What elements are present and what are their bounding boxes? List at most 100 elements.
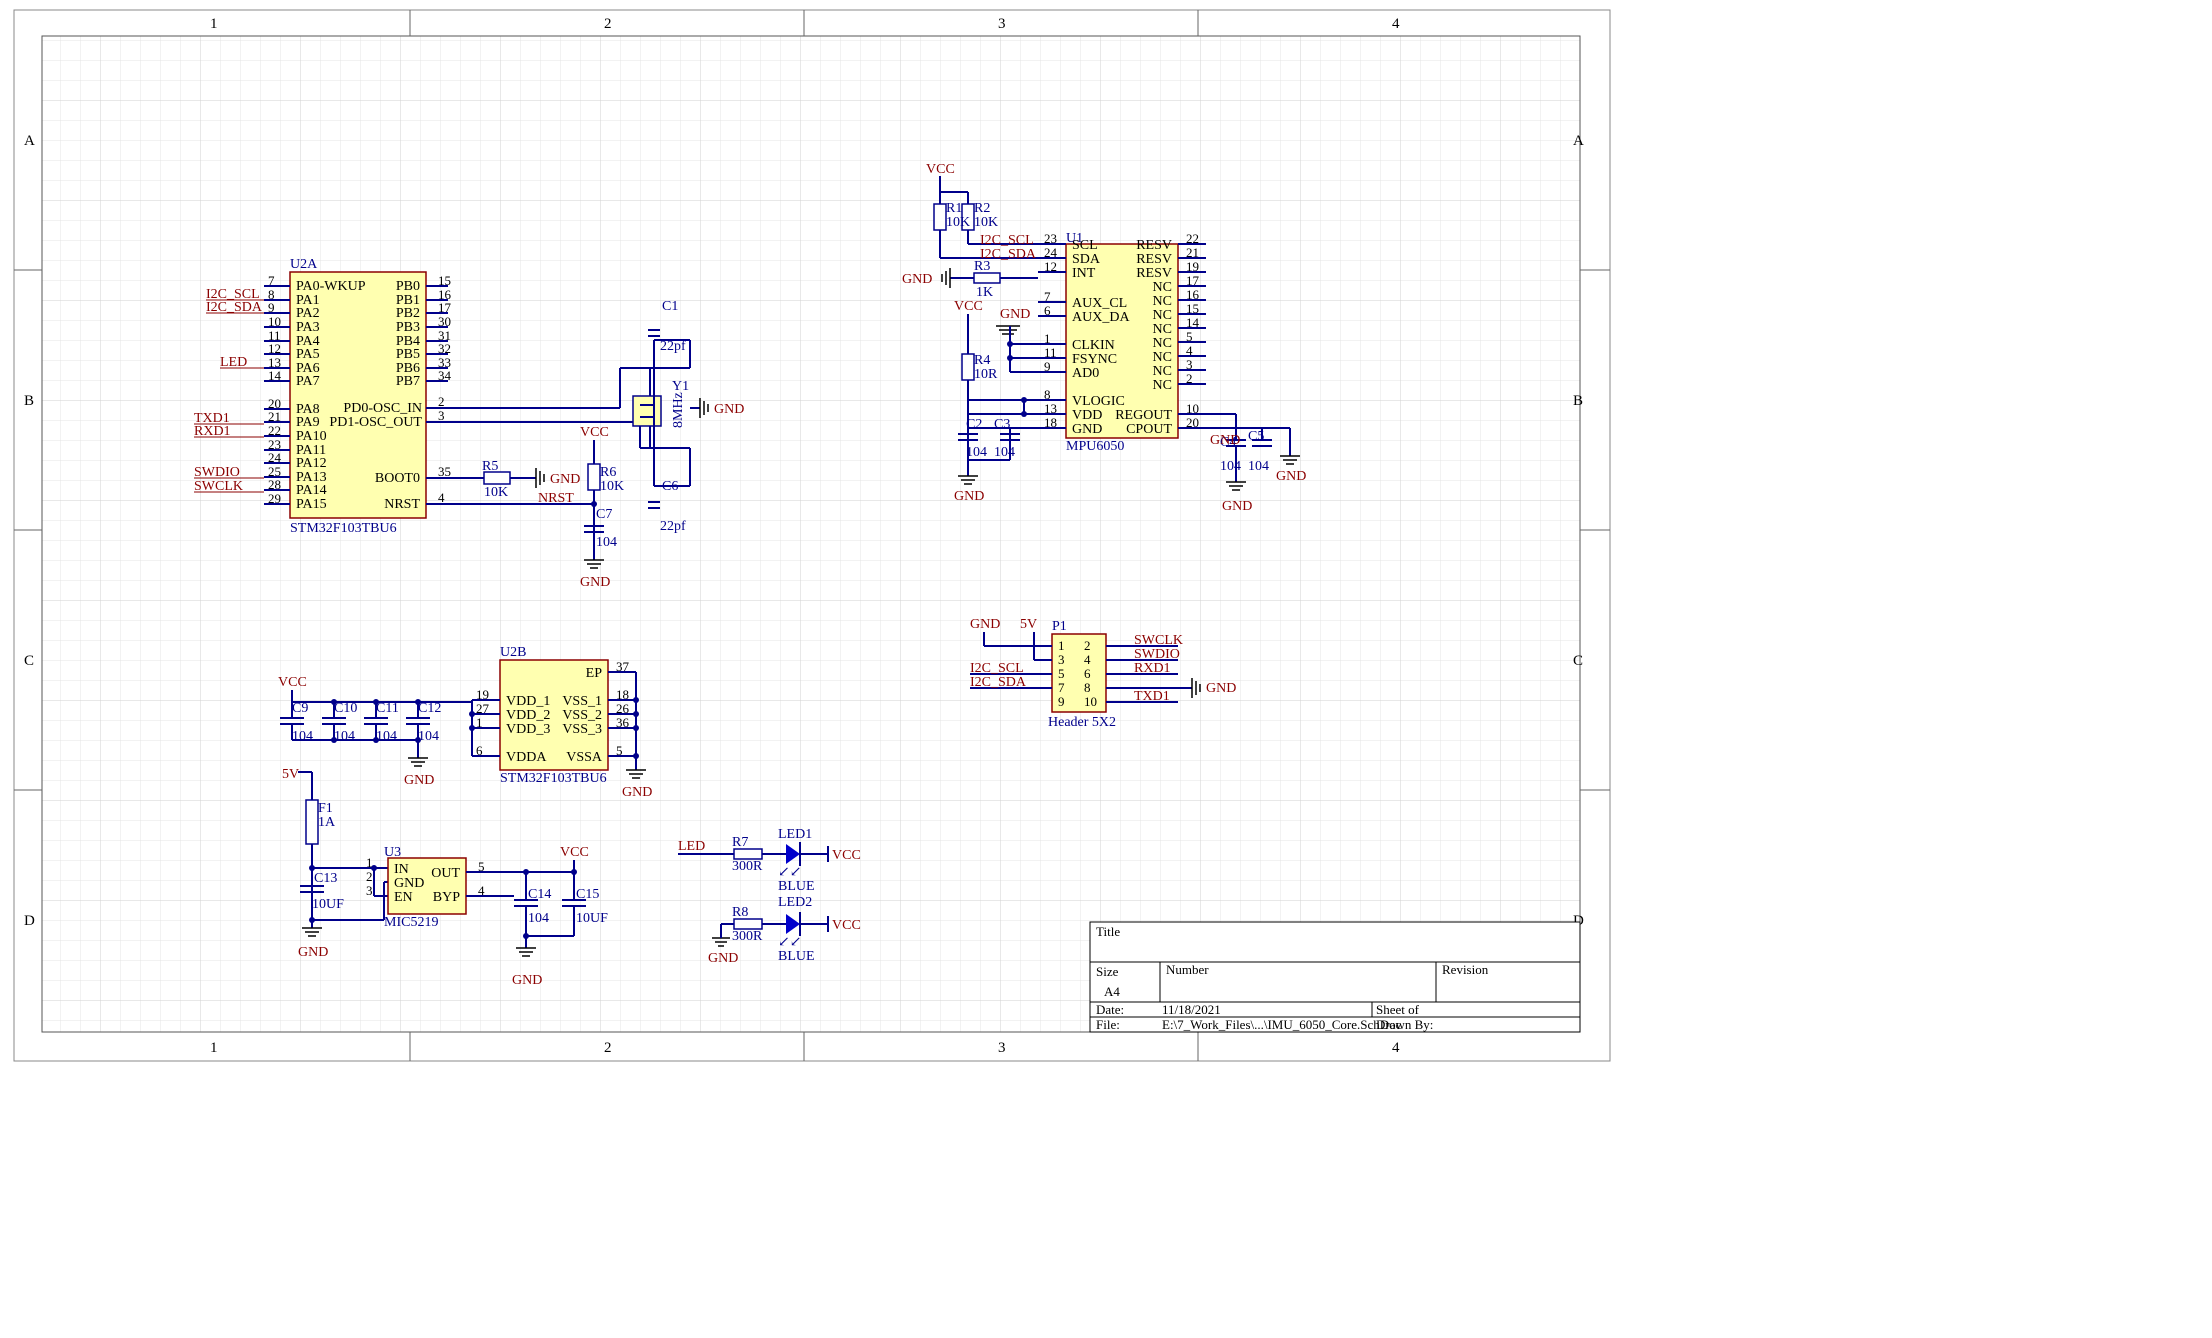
p1-pin-2[interactable]: 2	[1084, 638, 1091, 653]
svg-text:3: 3	[1058, 652, 1065, 667]
p1-pin-4[interactable]: 4	[1084, 652, 1091, 667]
r6-vcc: VCC	[580, 425, 609, 440]
p1-pin-8[interactable]: 8	[1084, 680, 1091, 695]
crystal-circuit[interactable]: Y1 8MHz C1 22pf C6 22pf GND	[446, 299, 744, 534]
svg-text:28: 28	[268, 477, 281, 492]
p1-pin-9[interactable]: 9	[1058, 694, 1065, 709]
u2b-pin-vdd_3[interactable]: VDD_31	[472, 715, 550, 737]
mpu-support[interactable]: VCC R1 10K R2 10K I2C_SCL I2C_SDA R3 1K …	[902, 162, 1306, 514]
net-swdio: SWDIO	[194, 465, 240, 480]
p1-pin-7[interactable]: 7	[1058, 680, 1065, 695]
u2b-mcu-power[interactable]: U2B STM32F103TBU6 VDD_119VDD_227VDD_31VD…	[278, 645, 652, 800]
r2-value: 10K	[974, 215, 998, 230]
boot-reset-circuit[interactable]: GND R5 10K NRST VCC R6 10K C7 104 GND	[446, 425, 624, 590]
svg-text:16: 16	[1186, 287, 1200, 302]
svg-text:PA8: PA8	[296, 402, 320, 417]
svg-text:VDD_1: VDD_1	[506, 694, 550, 709]
p1-pin-5[interactable]: 5	[1058, 666, 1065, 681]
p1-pin-1[interactable]: 1	[1058, 638, 1065, 653]
svg-text:PA1: PA1	[296, 293, 320, 308]
r8-designator: R8	[732, 905, 748, 920]
p1-pin-6[interactable]: 6	[1084, 666, 1091, 681]
svg-text:9: 9	[1058, 694, 1065, 709]
u1-pin-aux_cl[interactable]: AUX_CL7	[1038, 289, 1127, 311]
svg-text:PA4: PA4	[296, 334, 320, 349]
svg-text:VDDA: VDDA	[506, 750, 547, 765]
u2b-pin-vdd_1[interactable]: VDD_119	[472, 687, 550, 709]
p1-pin-3[interactable]: 3	[1058, 652, 1065, 667]
u1-pin-aux_da[interactable]: AUX_DA6	[1038, 303, 1130, 325]
u2b-pin-vdd_2[interactable]: VDD_227	[472, 701, 550, 723]
u1-mpu6050[interactable]: U1 MPU6050 SCL23SDA24INT12AUX_CL7AUX_DA6…	[1038, 231, 1206, 454]
u2a-mcu[interactable]: U2A STM32F103TBU6 PA0-WKUP7PA18PA29PA310…	[264, 257, 452, 536]
u3-regulator[interactable]: 5V F1 1A C13 10UF GND U3 MIC5219 IN1GND2…	[282, 767, 608, 988]
svg-text:1: 1	[366, 855, 373, 870]
reg-vcc: VCC	[560, 845, 589, 860]
zone-col-1-bottom: 1	[210, 1040, 218, 1056]
svg-text:35: 35	[438, 464, 451, 479]
svg-text:25: 25	[268, 464, 281, 479]
p1-pin-10[interactable]: 10	[1084, 694, 1097, 709]
u3-pin-en[interactable]: EN3	[366, 883, 413, 905]
led-circuit[interactable]: LED R7 300R VCC LED1 BLUE ↙↙ GND R8 300R…	[678, 827, 861, 966]
u3-pin-in[interactable]: IN1	[366, 855, 409, 877]
svg-text:NC: NC	[1153, 378, 1172, 393]
